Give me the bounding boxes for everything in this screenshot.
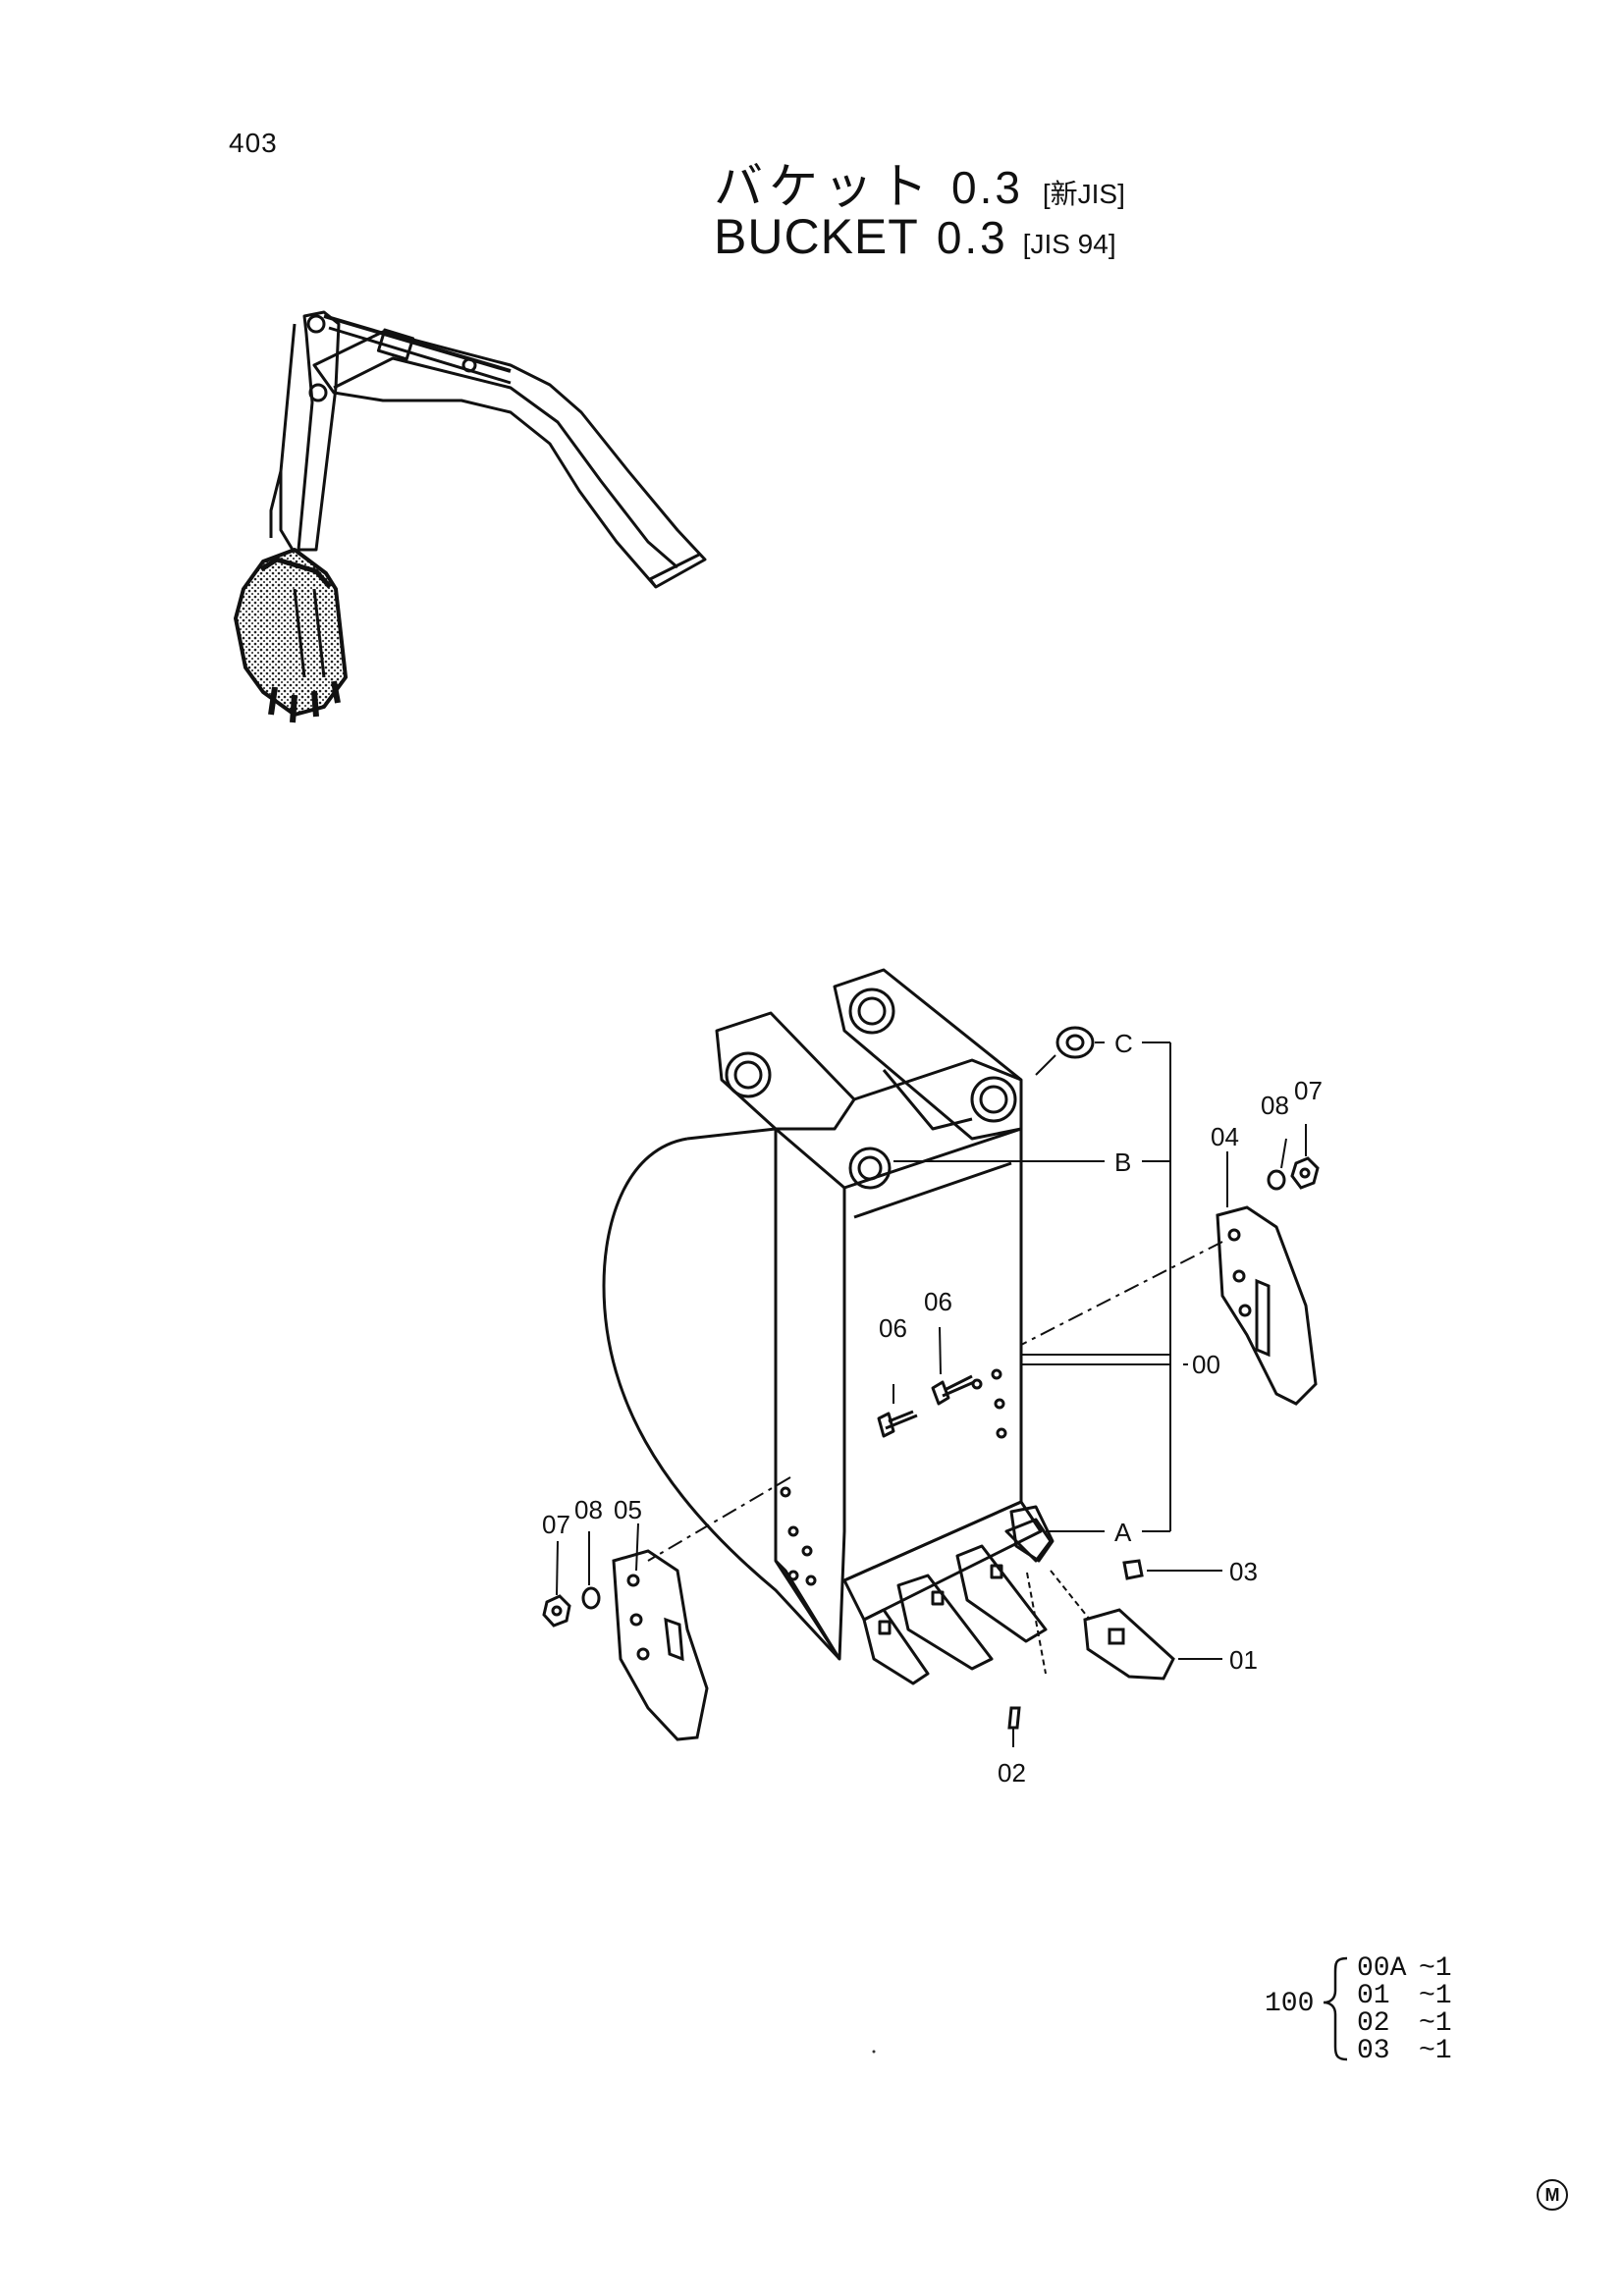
title-english: BUCKET 0.3 [JIS 94] — [714, 208, 1116, 265]
kit-item-part: 02 — [1357, 2008, 1390, 2039]
kit-item-part: 03 — [1357, 2036, 1390, 2066]
callout-07-left: 07 — [542, 1510, 570, 1539]
title-en-main: BUCKET — [714, 209, 919, 264]
title-jp-tag: [新JIS] — [1042, 179, 1125, 209]
callout-08-right: 08 — [1261, 1091, 1289, 1120]
bucket-body-illustration — [602, 968, 1055, 1685]
title-en-tag: [JIS 94] — [1022, 229, 1116, 259]
callout-00: 00 — [1192, 1350, 1220, 1379]
title-japanese: バケット 0.3 [新JIS] — [714, 147, 1125, 218]
callout-06-upper: 06 — [924, 1287, 952, 1316]
callout-05: 05 — [614, 1495, 642, 1524]
callout-A: A — [1114, 1518, 1132, 1547]
page-number: 403 — [229, 128, 278, 158]
title-en-value: 0.3 — [936, 212, 1008, 263]
stray-dot — [872, 2050, 876, 2054]
callout-03: 03 — [1229, 1557, 1258, 1586]
kit-number: 100 — [1265, 1989, 1314, 2019]
corner-mark: M — [1537, 2179, 1568, 2211]
callout-C: C — [1114, 1029, 1133, 1058]
callout-01: 01 — [1229, 1645, 1258, 1675]
leader-lines — [556, 1041, 1307, 1747]
title-jp-main: バケット — [714, 159, 934, 214]
kit-item-part: 00A — [1357, 1953, 1407, 1984]
kit-item-qty: ~1 — [1419, 2008, 1452, 2039]
spacer-ring-illustration — [1055, 1026, 1095, 1059]
kit-listing: 100 00A ~1 01 ~1 02 ~1 03 ~1 — [1265, 1953, 1452, 2066]
kit-item-qty: ~1 — [1419, 2036, 1452, 2066]
kit-item-part: 01 — [1357, 1981, 1390, 2011]
kit-brace — [1323, 1956, 1348, 2061]
side-cutter-left-illustration — [612, 1549, 709, 1741]
callout-02: 02 — [998, 1758, 1026, 1788]
callout-07-right: 07 — [1294, 1076, 1323, 1105]
tooth-pin-lock-illustrations — [1007, 1559, 1175, 1730]
kit-item-qty: ~1 — [1419, 1953, 1452, 1984]
callout-08-left: 08 — [574, 1495, 603, 1524]
title-jp-value: 0.3 — [951, 162, 1023, 213]
callout-06-lower: 06 — [879, 1313, 907, 1343]
side-cutter-right-illustration — [1216, 1205, 1318, 1406]
kit-item-qty: ~1 — [1419, 1981, 1452, 2011]
excavator-overview-illustration — [234, 310, 707, 723]
callout-B: B — [1114, 1148, 1131, 1177]
callout-04: 04 — [1211, 1122, 1239, 1151]
nut-washer-illustrations — [542, 1156, 1320, 1628]
